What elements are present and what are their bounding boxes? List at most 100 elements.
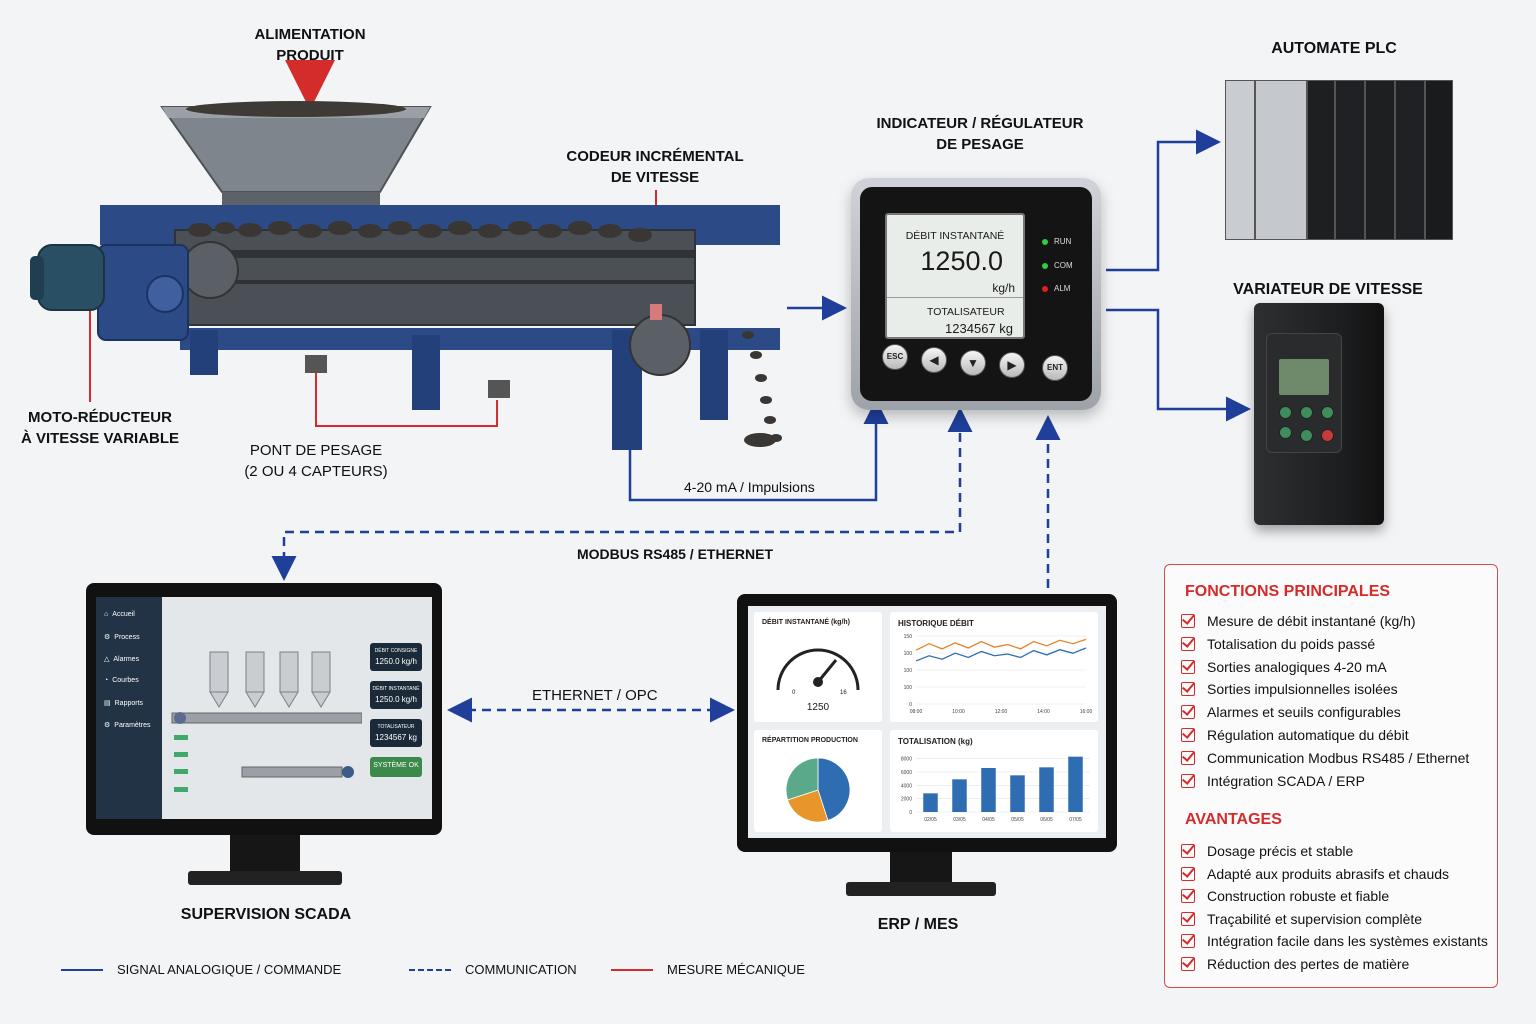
vfd-display [1279,359,1329,395]
weighing-indicator: DÉBIT INSTANTANÉ 1250.0 kg/h TOTALISATEU… [851,178,1101,410]
legend-mech-line [611,969,653,971]
checkmark-icon [1181,773,1195,788]
y-tick-label: 4000 [901,783,912,789]
vfd-button-3[interactable] [1321,406,1334,419]
right-arrow-button[interactable]: ▶ [999,352,1025,378]
erp-monitor-base [846,882,996,896]
label-motor: MOTO-RÉDUCTEUR À VITESSE VARIABLE [20,409,180,447]
erp-monitor: DÉBIT INSTANTANÉ (kg/h) 0 16 1250 HISTOR… [737,594,1117,852]
home-icon: ⌂ [104,611,109,618]
plc-io-module-4 [1395,80,1425,240]
label-erp: ERP / MES [877,916,959,933]
scada-sidebar: ⌂Accueil ⚙Process △Alarmes ◔Courbes ▤Rap… [96,597,162,819]
esc-button[interactable]: ESC [882,344,908,370]
signal-line-plc [1106,129,1221,272]
indicator-title: DÉBIT INSTANTANÉ [905,230,1005,242]
checkmark-icon [1181,844,1195,858]
legend-comm-line [409,969,451,971]
vfd-button-2[interactable] [1300,406,1313,419]
scada-menu-process[interactable]: ⚙Process [104,634,140,641]
down-arrow-button[interactable]: ▼ [960,350,986,376]
vfd-button-4[interactable] [1279,426,1292,439]
indicator-unit: kg/h [992,281,1015,295]
label-indicator: INDICATEUR / RÉGULATEUR DE PESAGE [876,115,1084,153]
series-line [915,647,1087,662]
function-item: Sorties analogiques 4-20 mA [1181,659,1387,675]
checkmark-icon [1181,889,1195,904]
gear-icon: ⚙ [104,722,111,729]
erp-screen: DÉBIT INSTANTANÉ (kg/h) 0 16 1250 HISTOR… [748,606,1106,838]
vfd-keypad [1266,333,1342,453]
x-tick-label: 14:00 [1037,709,1050,715]
advantage-item: Traçabilité et supervision complète [1181,911,1422,927]
plc-io-module-3 [1365,80,1395,240]
advantage-item: Construction robuste et fiable [1181,888,1389,904]
scada-menu-alarmes[interactable]: △Alarmes [104,656,140,663]
vfd-button-5[interactable] [1300,429,1313,442]
checkmark-icon [1181,614,1195,628]
bar [923,793,938,812]
indicator-value: 1250.0 [920,246,1003,276]
function-item: Totalisation du poids passé [1181,636,1375,652]
process-icon: ⚙ [104,634,111,641]
scada-menu-rapports[interactable]: ▤Rapports [104,700,144,707]
legend-analog-line [61,969,103,971]
comm-line-modbus [271,418,962,581]
bar [981,768,996,812]
advantage-item: Réduction des pertes de matière [1181,956,1409,972]
scada-monitor: ⌂Accueil ⚙Process △Alarmes ◔Courbes ▤Rap… [86,583,442,835]
led-alm-icon [1042,285,1048,292]
report-icon: ▤ [104,700,111,707]
y-tick-label: 0 [909,702,912,708]
label-vfd: VARIATEUR DE VITESSE [1233,281,1423,298]
advantage-item: Intégration facile dans les systèmes exi… [1181,933,1488,949]
y-tick-label: 8000 [901,757,912,763]
variable-frequency-drive [1254,303,1384,525]
led-run-icon [1042,238,1048,245]
falling-material [742,331,782,447]
signal-line-vfd [1106,308,1251,422]
legend-comm-label: COMMUNICATION [465,962,577,977]
ent-button[interactable]: ENT [1042,355,1068,381]
bar [1010,775,1025,812]
x-tick-label: 06/05 [1040,817,1053,823]
label-signal-4-20: 4-20 mA / Impulsions [684,479,815,495]
label-feed: ALIMENTATION PRODUIT [254,26,366,64]
checkmark-icon [1181,957,1195,971]
scada-menu-accueil[interactable]: ⌂Accueil [104,611,135,618]
led-run: RUN [1042,237,1071,246]
legend-analog-label: SIGNAL ANALOGIQUE / COMMANDE [117,962,342,977]
scada-menu-parametres[interactable]: ⚙Paramètres [104,722,151,729]
gauge [776,648,860,691]
plc-rack [1225,80,1453,240]
y-tick-label: 6000 [901,770,912,776]
y-tick-label: 150 [904,634,913,640]
y-tick-label: 0 [909,810,912,816]
label-encoder: CODEUR INCRÉMENTAL DE VITESSE [566,148,744,186]
left-arrow-button[interactable]: ◀ [921,347,947,373]
vfd-button-1[interactable] [1279,406,1292,419]
x-tick-label: 05/05 [1011,817,1024,823]
alarm-icon: △ [104,656,110,663]
label-scada: SUPERVISION SCADA [180,906,352,923]
scada-menu-courbes[interactable]: ◔Courbes [104,677,139,684]
belt-material [188,221,652,242]
y-tick-label: 100 [904,651,913,657]
x-tick-label: 10:00 [952,709,965,715]
legend-mech-label: MESURE MÉCANIQUE [667,962,805,977]
x-tick-label: 08:00 [910,709,923,715]
pie-slice [785,757,819,801]
checkmark-icon [1181,659,1195,674]
chart-icon: ◔ [104,677,109,684]
plc-io-module-2 [1335,80,1365,240]
function-item: Intégration SCADA / ERP [1181,773,1365,789]
gauge-max: 16 [840,690,847,696]
vfd-stop-button[interactable] [1321,429,1334,442]
function-item: Mesure de débit instantané (kg/h) [1181,613,1416,629]
functions-title: FONCTIONS PRINCIPALES [1185,583,1391,600]
x-tick-label: 07/05 [1069,817,1082,823]
plc-cpu-module [1255,80,1307,240]
y-tick-label: 2000 [901,797,912,803]
